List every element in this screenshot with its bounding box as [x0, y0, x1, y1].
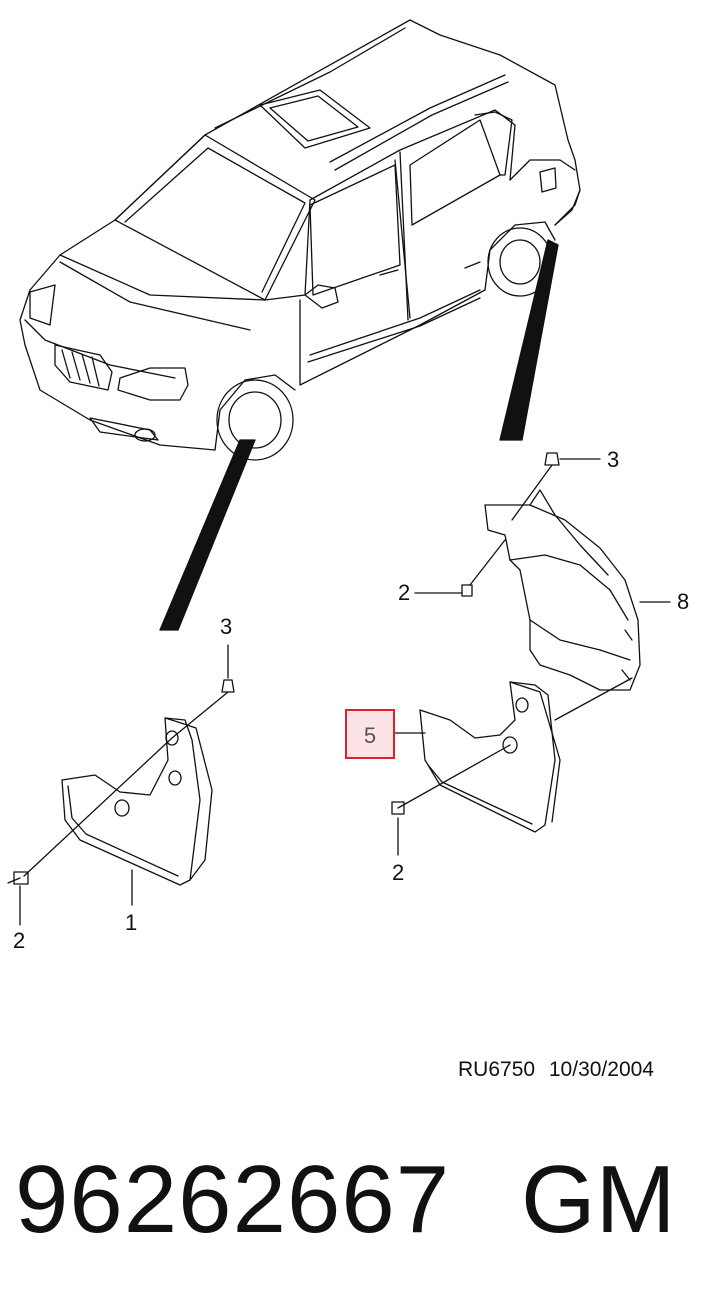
rear-wheelhouse-liner — [484, 489, 641, 691]
front-leader-wedge — [159, 439, 256, 631]
rear-lower-screw — [391, 801, 405, 815]
callout-1: 1 — [125, 910, 138, 935]
callout-2-liner: 2 — [398, 580, 411, 605]
car-illustration — [19, 19, 581, 461]
callout-2-front: 2 — [13, 928, 26, 953]
drawing-reference: RU6750 10/30/2004 — [458, 1058, 654, 1081]
front-mud-flap — [61, 717, 213, 886]
rear-upper-fasteners — [461, 452, 560, 597]
rear-mud-flap — [419, 681, 561, 833]
callout-3-rear: 3 — [607, 447, 620, 472]
brand-label: GM — [521, 1146, 676, 1253]
callout-3-front: 3 — [220, 614, 233, 639]
rear-leader-wedge — [499, 239, 559, 441]
callout-8: 8 — [677, 589, 690, 614]
front-fasteners — [7, 679, 235, 885]
callout-5-label: 5 — [363, 723, 377, 748]
callout-2-rear-flap: 2 — [392, 860, 405, 885]
part-number: 96262667 — [15, 1146, 451, 1253]
parts-diagram — [7, 19, 671, 926]
highlighted-callout-5[interactable]: 5 — [345, 709, 395, 759]
